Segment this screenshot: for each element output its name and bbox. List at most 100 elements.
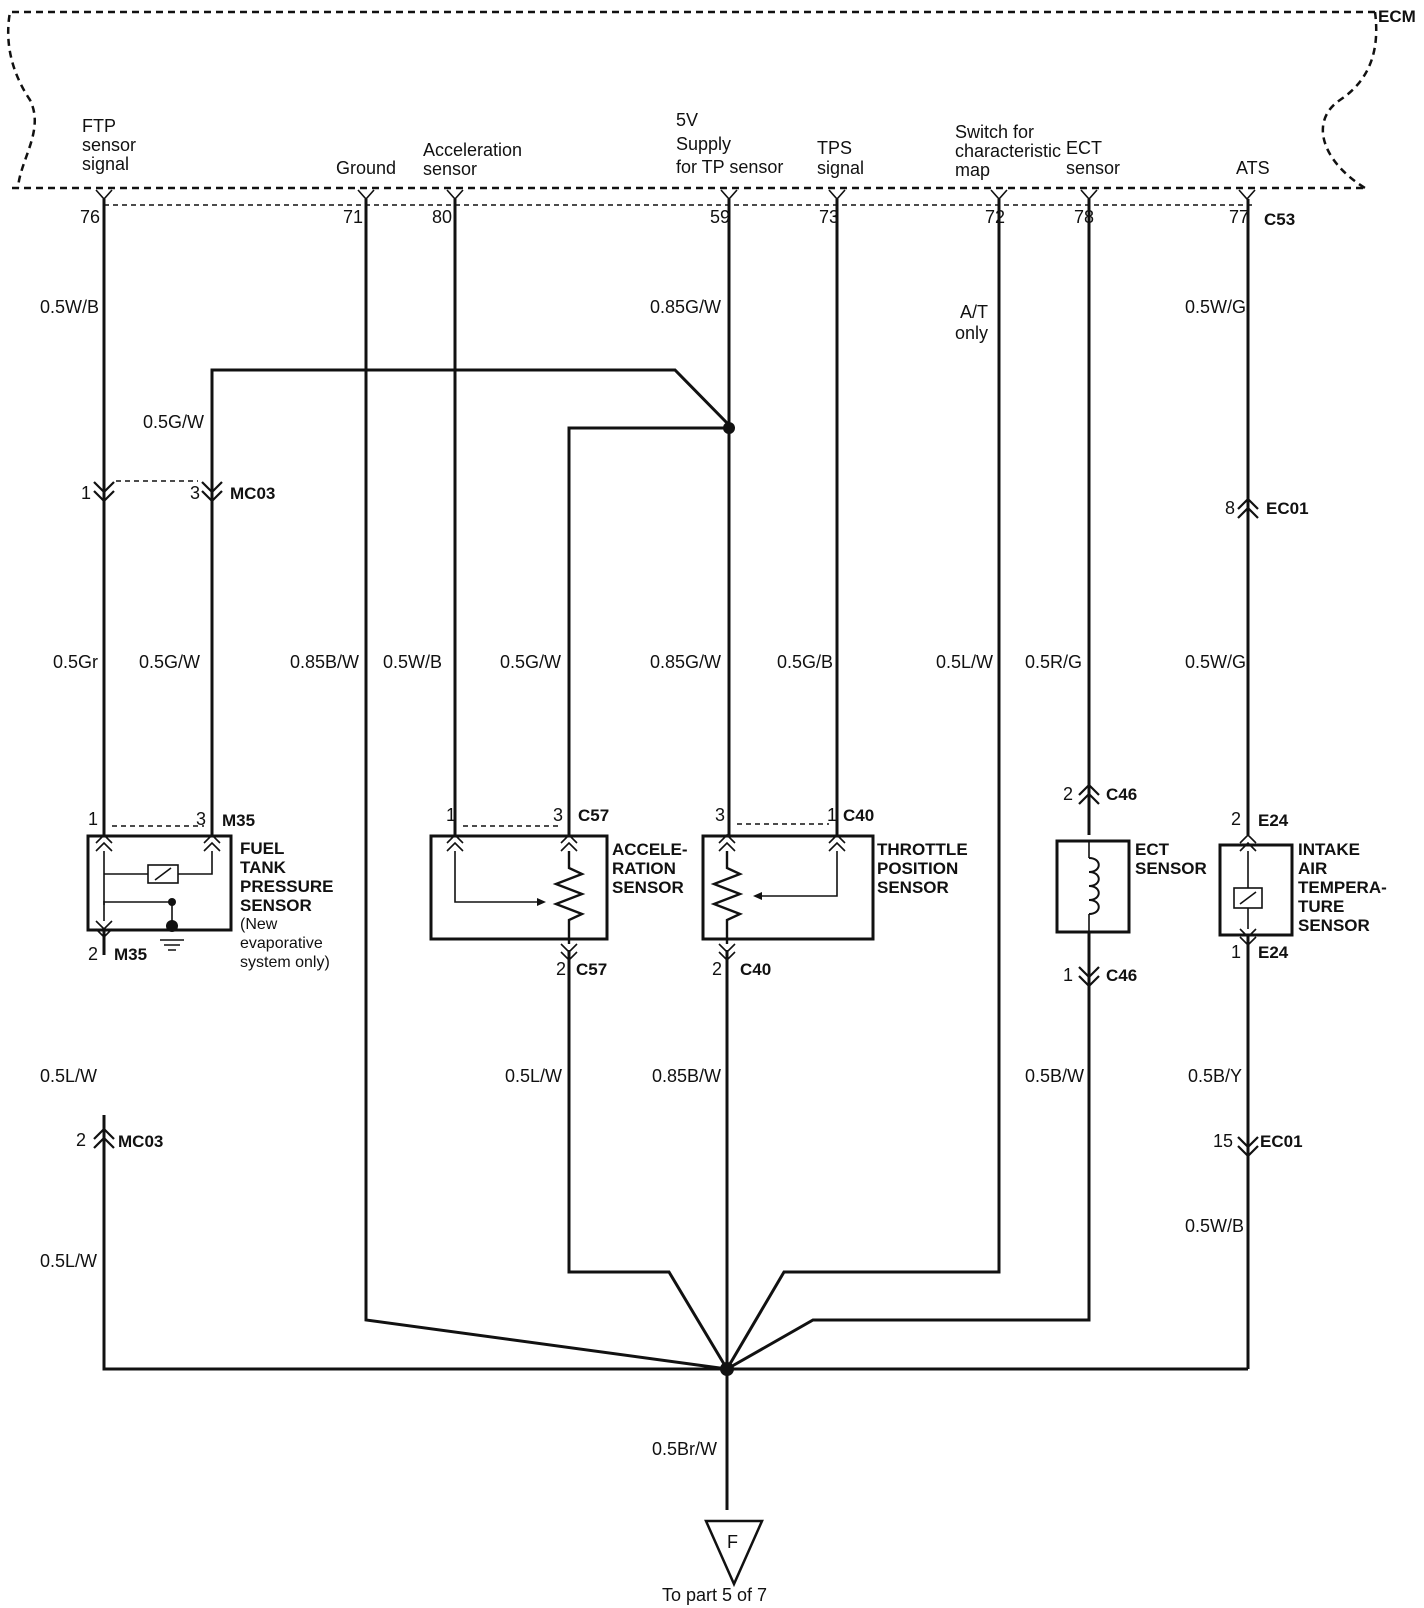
connector-links — [112, 480, 829, 827]
connector-name: C46 — [1106, 966, 1137, 985]
wire-label: 0.5G/W — [139, 652, 200, 672]
connector-pin: 1 — [88, 809, 98, 829]
wire-label: 0.85B/W — [290, 652, 359, 672]
connector-labels: 1 3 MC03 8 EC01 1 3 M35 2 M35 2 MC03 1 3… — [76, 483, 1309, 1151]
ecm-title: ECM — [1378, 7, 1416, 26]
connector-pin: 3 — [190, 483, 200, 503]
ground-icon — [166, 920, 178, 932]
pin-number: 72 — [985, 207, 1005, 227]
connector-pin: 15 — [1213, 1131, 1233, 1151]
pin-number: 76 — [80, 207, 100, 227]
connector-name: M35 — [222, 811, 255, 830]
wire-label: 0.85G/W — [650, 297, 721, 317]
connector-pin: 1 — [81, 483, 91, 503]
pin-number: 77 — [1229, 207, 1249, 227]
connector-pin: 3 — [196, 809, 206, 829]
splice-dot — [720, 1362, 734, 1376]
connector-name: E24 — [1258, 943, 1289, 962]
pin-label-ground: Ground — [336, 158, 396, 178]
wire-label: 0.5G/W — [500, 652, 561, 672]
connector-pin: 2 — [88, 944, 98, 964]
wire-label: 0.85B/W — [652, 1066, 721, 1086]
connector-name: C40 — [843, 806, 874, 825]
ecm-pin-numbers: 76 71 80 59 73 72 78 77 C53 — [80, 207, 1295, 229]
wire-label: 0.5L/W — [40, 1066, 97, 1086]
connector-pin: 3 — [553, 805, 563, 825]
wire-label: 0.5L/W — [936, 652, 993, 672]
connector-pin: 1 — [446, 805, 456, 825]
connector-pin: 2 — [1231, 809, 1241, 829]
connector-pin: 1 — [827, 805, 837, 825]
wire-label: 0.5L/W — [40, 1251, 97, 1271]
wire-label: 0.5W/B — [383, 652, 442, 672]
wire-label: 0.5W/B — [1185, 1216, 1244, 1236]
connector-name: EC01 — [1260, 1132, 1303, 1151]
connector-pin: 1 — [1063, 965, 1073, 985]
wire-label: 0.5W/G — [1185, 652, 1246, 672]
connector-name: MC03 — [118, 1132, 163, 1151]
connector-name: M35 — [114, 945, 147, 964]
pin-number: 71 — [343, 207, 363, 227]
wire-label: 0.5W/B — [40, 297, 99, 317]
ecm-outline — [6, 10, 1378, 206]
connector-pin: 2 — [556, 959, 566, 979]
ecm-connector-name: C53 — [1264, 210, 1295, 229]
wires — [102, 199, 1250, 1510]
pin-number: 80 — [432, 207, 452, 227]
potentiometer-icon — [710, 851, 744, 944]
wire-label: 0.85G/W — [650, 652, 721, 672]
wire-label: 0.5G/B — [777, 652, 833, 672]
wire-labels: 0.5W/B 0.85G/W 0.5W/G 0.5G/W 0.5Gr 0.5G/… — [40, 297, 1246, 1459]
wire-label: 0.5R/G — [1025, 652, 1082, 672]
pin-number: 73 — [819, 207, 839, 227]
wire-label: 0.5Br/W — [652, 1439, 717, 1459]
wire-label: 0.5W/G — [1185, 297, 1246, 317]
connector-pin: 2 — [76, 1130, 86, 1150]
wire-label: 0.5G/W — [143, 412, 204, 432]
connector-pin: 2 — [1063, 784, 1073, 804]
splice-dot — [723, 422, 735, 434]
wire-label: 0.5B/W — [1025, 1066, 1084, 1086]
potentiometer-icon — [552, 851, 586, 944]
offpage-letter: F — [727, 1532, 738, 1552]
ecm-pin-chevrons — [95, 189, 1256, 201]
pin-number: 78 — [1074, 207, 1094, 227]
connector-name: E24 — [1258, 811, 1289, 830]
connector-name: C57 — [576, 960, 607, 979]
connector-name: MC03 — [230, 484, 275, 503]
offpage-triangle-icon — [704, 1519, 764, 1588]
wire-label: 0.5L/W — [505, 1066, 562, 1086]
offpage-connector-f[interactable]: F — [704, 1519, 764, 1588]
connector-name: C46 — [1106, 785, 1137, 804]
connector-pin: 1 — [1231, 942, 1241, 962]
connector-name: C57 — [578, 806, 609, 825]
connector-name: EC01 — [1266, 499, 1309, 518]
inline-connector-chevrons — [93, 481, 1259, 1158]
connector-pin: 2 — [712, 959, 722, 979]
wire-label: 0.5B/Y — [1188, 1066, 1242, 1086]
pin-number: 59 — [710, 207, 730, 227]
connector-pin: 3 — [715, 805, 725, 825]
coil-icon — [1088, 857, 1100, 915]
connector-pin: 8 — [1225, 498, 1235, 518]
pin-label-ats: ATS — [1236, 158, 1270, 178]
wire-label: 0.5Gr — [53, 652, 98, 672]
